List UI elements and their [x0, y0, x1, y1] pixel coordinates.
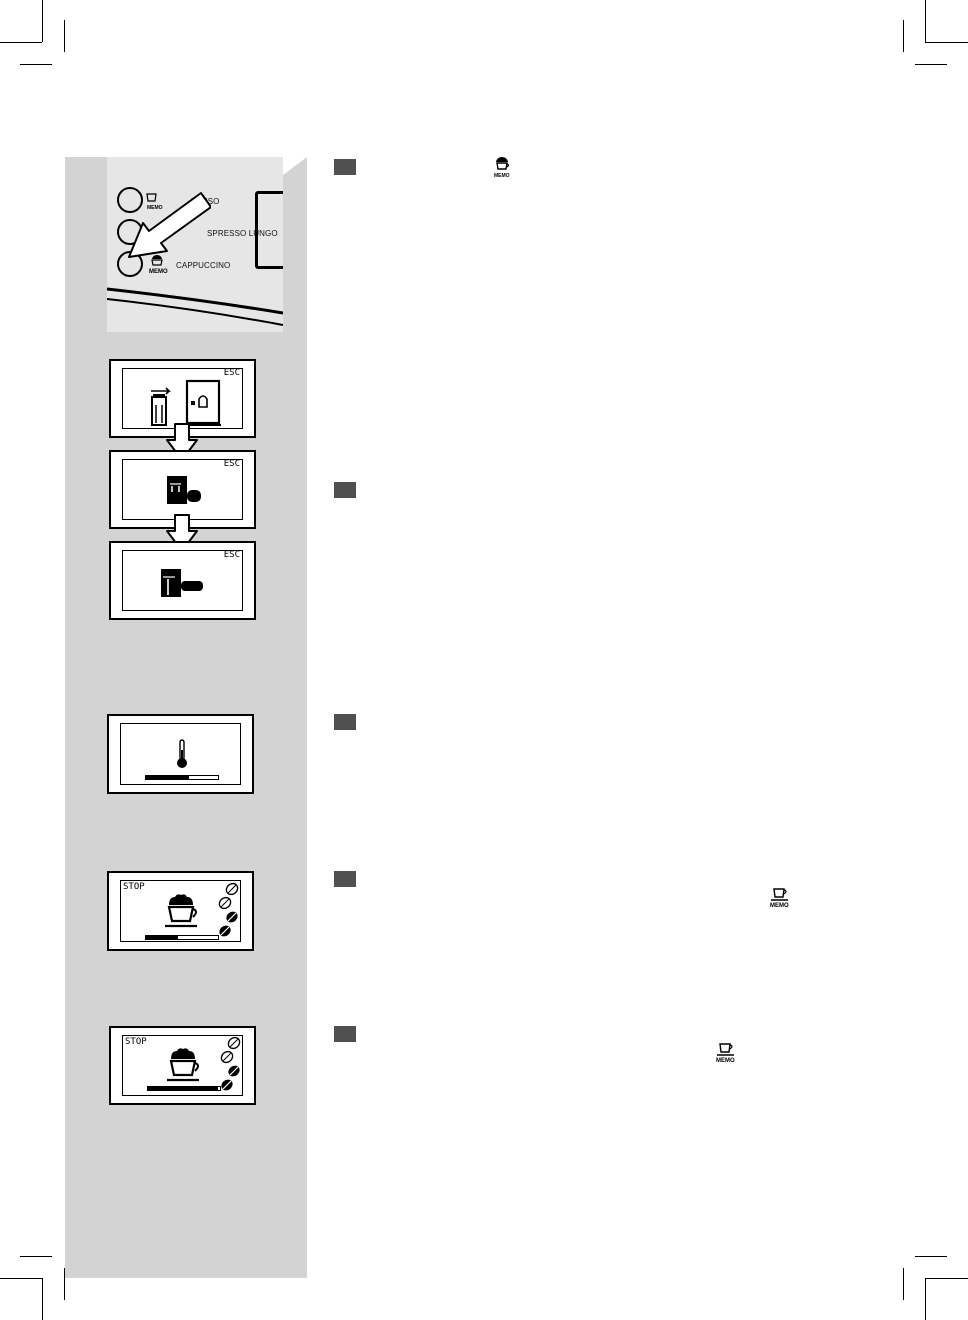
lcd-screen-frame — [122, 1035, 243, 1096]
thermometer-icon — [177, 739, 187, 768]
panel-display-window — [255, 191, 283, 269]
cappuccino-cup-icon — [165, 894, 197, 928]
heating-progress-bar — [145, 775, 219, 780]
coffee-strength-beans-icon — [220, 1036, 241, 1091]
crop-mark — [20, 64, 52, 65]
espresso-button[interactable] — [117, 187, 143, 213]
pointer-notch — [283, 1017, 307, 1053]
crop-mark — [64, 20, 65, 52]
lcd-screen-heating — [107, 714, 254, 794]
espresso-lungo-label: SPRESSO LUNGO — [207, 229, 278, 238]
step-marker-4 — [334, 871, 356, 887]
lcd-screen-dispense-2: ESC — [109, 541, 256, 620]
pointer-notch — [283, 862, 307, 898]
crop-mark — [925, 0, 926, 42]
lcd-screen-frame — [122, 550, 243, 611]
lcd-screen-brew-1: STOP — [107, 871, 254, 951]
pointer-notch — [283, 472, 307, 508]
coffee-strength-beans-icon — [218, 882, 239, 937]
brew-progress-fill — [146, 936, 179, 939]
panel-memo-label: MEMO — [147, 205, 163, 211]
press-arrow-icon — [128, 192, 211, 258]
step-marker-2 — [334, 482, 356, 498]
panel-curve — [107, 287, 283, 326]
pointer-notch — [283, 157, 307, 193]
pointer-notch — [283, 706, 307, 742]
lcd-screen-brew-2: STOP — [109, 1026, 256, 1105]
esc-label: ESC — [223, 550, 240, 560]
dispense-icon — [161, 569, 203, 597]
espresso-memo-icon: MEMO — [768, 886, 792, 912]
crop-mark — [0, 1278, 42, 1279]
esc-label: ESC — [223, 368, 240, 378]
step-marker-3 — [334, 714, 356, 730]
crop-mark — [925, 1278, 968, 1279]
crop-mark — [903, 1268, 904, 1300]
brew-progress-bar — [145, 935, 219, 940]
step-marker-5 — [334, 1026, 356, 1042]
panel-memo-label: MEMO — [149, 269, 168, 275]
espresso-cup-icon — [146, 193, 157, 202]
brew-progress-bar — [147, 1086, 221, 1091]
lcd-screen-frame — [120, 880, 241, 942]
heating-progress-fill — [146, 776, 190, 779]
esc-label: ESC — [223, 459, 240, 469]
crop-mark — [42, 1278, 43, 1320]
crop-mark — [903, 20, 904, 52]
brew-progress-fill — [148, 1087, 218, 1090]
crop-mark — [0, 42, 42, 43]
stop-label: STOP — [123, 882, 145, 892]
cappuccino-label: CAPPUCCINO — [176, 261, 231, 270]
cappuccino-memo-icon: MEMO — [492, 156, 512, 182]
crop-mark — [915, 1256, 947, 1257]
stop-label: STOP — [125, 1037, 147, 1047]
crop-mark — [925, 42, 968, 43]
cappuccino-cup-icon — [151, 255, 163, 266]
step-marker-1 — [334, 159, 356, 175]
cappuccino-cup-icon — [167, 1048, 199, 1082]
control-panel-illustration: MEMO MEMO RESSO SPRESSO LUNGO CAPPUCCINO — [107, 157, 283, 332]
espresso-memo-icon: MEMO — [714, 1041, 738, 1067]
crop-mark — [925, 1278, 926, 1320]
crop-mark — [20, 1256, 52, 1257]
lcd-screen-frame — [120, 723, 241, 785]
dispense-icon — [167, 476, 201, 504]
crop-mark — [915, 64, 947, 65]
crop-mark — [64, 1268, 65, 1300]
crop-mark — [42, 0, 43, 42]
insert-milk-jug-icon — [151, 379, 221, 426]
